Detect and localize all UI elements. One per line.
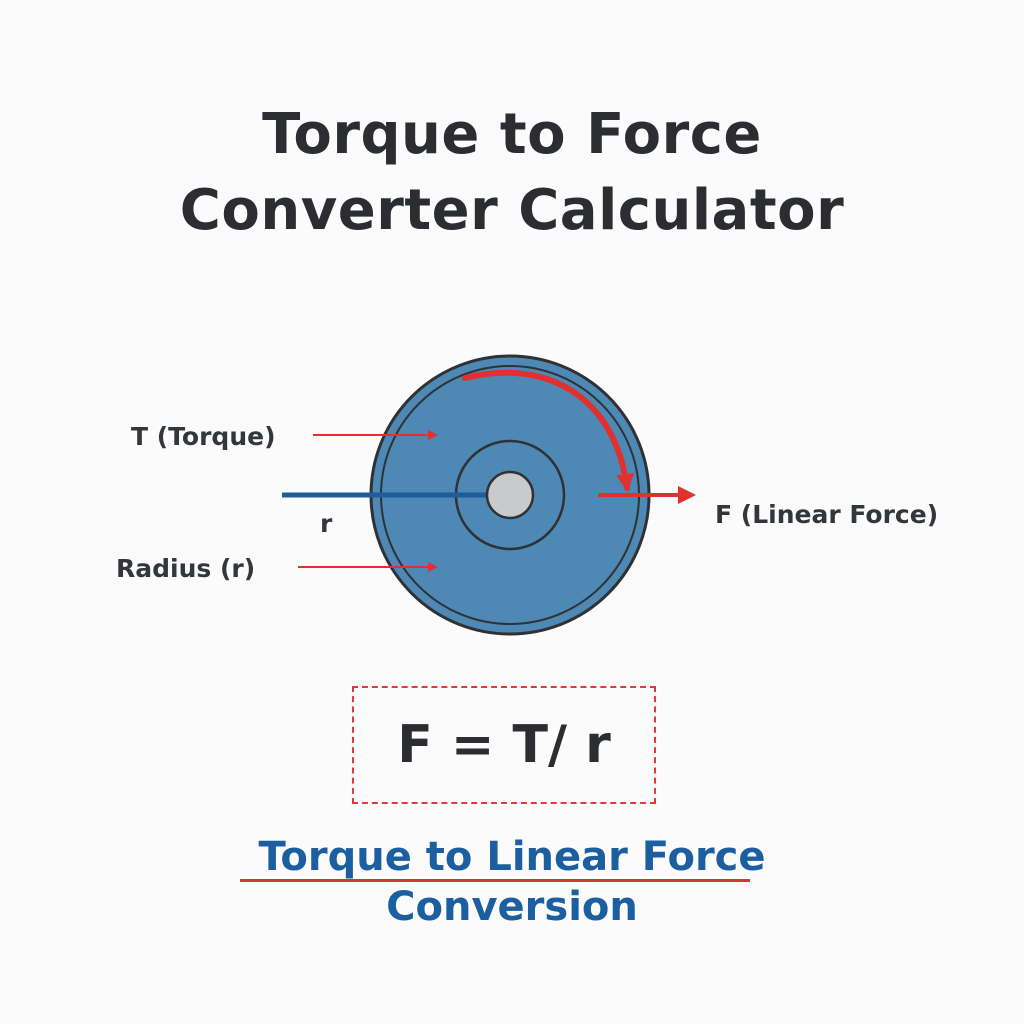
torque-label: T (Torque)	[131, 422, 276, 451]
formula-text: F = T/ r	[397, 715, 611, 775]
radius-symbol-label: r	[320, 509, 333, 538]
subtitle-line-1: Torque to Linear Force	[258, 834, 766, 880]
rotation-arrow	[462, 369, 635, 492]
radius-label: Radius (r)	[116, 554, 255, 583]
title-line-2: Converter Calculator	[179, 178, 845, 243]
force-label: F (Linear Force)	[715, 500, 938, 529]
formula-box: F = T/ r	[352, 686, 656, 804]
title-line-1: Torque to Force	[262, 102, 762, 167]
subtitle-underline	[240, 879, 750, 882]
hub	[485, 470, 535, 520]
subtitle-line-2: Conversion	[386, 884, 638, 930]
